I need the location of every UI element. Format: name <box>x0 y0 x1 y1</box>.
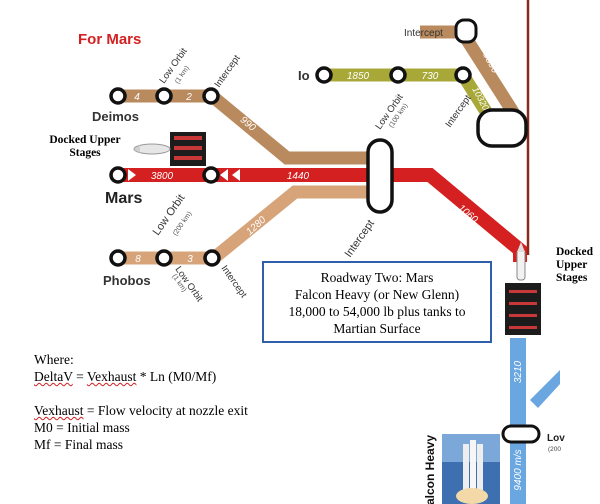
top-intercept-label: Intercept <box>404 28 443 39</box>
formula-deltav-rest: * Ln (M0/Mf) <box>136 369 216 384</box>
station-io-intercept <box>456 68 470 82</box>
falcon-heavy-label: alcon Heavy <box>423 435 437 504</box>
station-deimos-orbit <box>157 89 171 103</box>
deimos-intercept-label: Intercept <box>212 53 242 90</box>
station-circles <box>111 68 470 265</box>
rocket-icon <box>505 242 541 335</box>
falcon-heavy-image <box>442 434 500 504</box>
segment-label-blue-bottom: 9400 m/s <box>513 449 524 490</box>
formula-vexhaust-def: = Flow velocity at nozzle exit <box>84 403 248 418</box>
formula-vexhaust: Vexhaust = Flow velocity at nozzle exit <box>34 402 248 419</box>
segment-label-phobos-b: 3 <box>187 254 193 265</box>
docked-upper-stages-right-label: Docked Upper Stages <box>556 246 600 285</box>
phobos-label: Phobos <box>103 273 151 288</box>
formula-where: Where: <box>34 351 248 368</box>
formula-vexhaust-term: Vexhaust <box>34 403 84 418</box>
docked-upper-stages-left-label: Docked Upper Stages <box>30 134 140 160</box>
formula-mf: Mf = Final mass <box>34 436 248 453</box>
deimos-label: Deimos <box>92 109 139 124</box>
station-deimos-intercept <box>204 89 218 103</box>
station-io <box>317 68 331 82</box>
segment-label-phobos-a: 8 <box>135 254 141 265</box>
io-label: Io <box>298 68 310 83</box>
mars-intercept-label: Intercept <box>343 218 377 260</box>
docked-right-line3: Stages <box>556 272 600 285</box>
low-orbit-node-bottom <box>503 426 539 442</box>
roadway-line3: 18,000 to 54,000 lb plus tanks to <box>264 303 490 320</box>
station-deimos <box>111 89 125 103</box>
formula-deltav-vex: Vexhaust <box>87 369 137 384</box>
segment-label-mars-a: 3800 <box>151 171 174 182</box>
intercept-node-top <box>456 20 476 42</box>
phobos-intercept-label: Intercept <box>219 263 249 300</box>
station-mars <box>111 168 125 182</box>
formula-deltav-eq: = <box>73 369 87 384</box>
mars-label: Mars <box>105 190 142 207</box>
diagram-title: For Mars <box>78 31 141 48</box>
formula-block: Where: DeltaV = Vexhaust * Ln (M0/Mf) Ve… <box>34 351 248 453</box>
docked-right-line2: Upper <box>556 259 600 272</box>
station-mars-orbit <box>204 168 218 182</box>
bottom-low-orbit-label: Lov <box>547 433 565 444</box>
docked-left-line1: Docked Upper <box>30 134 140 147</box>
blue-branch <box>530 370 560 408</box>
intercept-node-io <box>478 110 526 146</box>
roadway-line1: Roadway Two: Mars <box>264 269 490 286</box>
docked-upper-stages-icon <box>134 132 206 166</box>
io-intercept-label: Intercept <box>443 93 473 130</box>
segment-label-io-a: 1850 <box>347 71 370 82</box>
intercept-node-mars <box>368 140 392 212</box>
station-phobos-orbit <box>157 251 171 265</box>
docked-left-line2: Stages <box>30 147 140 160</box>
segment-label-io-b: 730 <box>422 71 439 82</box>
segment-label-deimos-a: 4 <box>134 92 140 103</box>
segment-label-deimos-b: 2 <box>185 92 192 103</box>
docked-right-line1: Docked <box>556 246 600 259</box>
station-io-orbit <box>391 68 405 82</box>
station-phobos-intercept <box>205 251 219 265</box>
segment-label-mars-b: 1440 <box>287 171 310 182</box>
bottom-low-orbit-alt-label: (200 <box>548 446 561 453</box>
station-phobos <box>111 251 125 265</box>
roadway-line2: Falcon Heavy (or New Glenn) <box>264 286 490 303</box>
roadway-info-box: Roadway Two: Mars Falcon Heavy (or New G… <box>262 261 492 343</box>
formula-deltav-term: DeltaV <box>34 369 73 384</box>
roadway-line4: Martian Surface <box>264 320 490 337</box>
segment-label-blue-vert: 3210 <box>513 360 524 383</box>
formula-m0: M0 = Initial mass <box>34 419 248 436</box>
formula-deltav: DeltaV = Vexhaust * Ln (M0/Mf) <box>34 368 248 385</box>
